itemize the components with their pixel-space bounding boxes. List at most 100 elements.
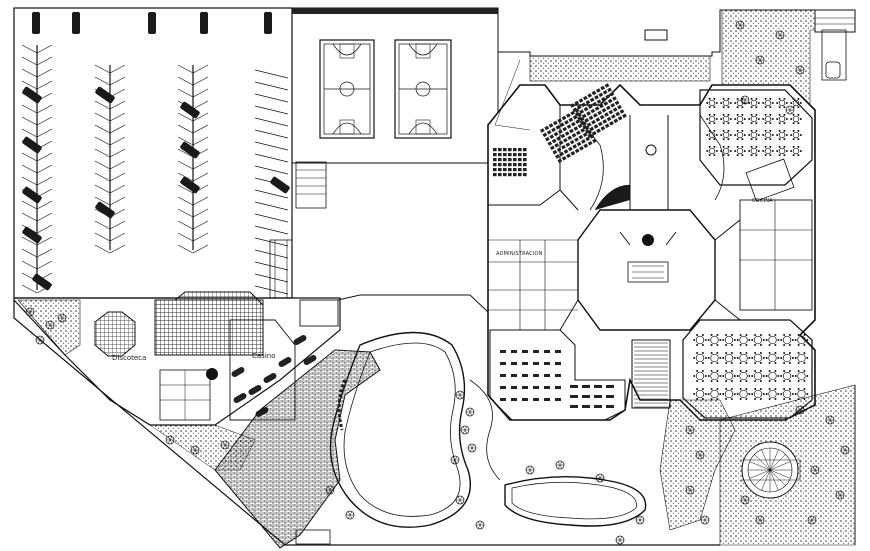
table-icon [695,389,705,399]
table-icon [750,99,758,107]
tree-icon [835,490,845,500]
tree-icon [810,465,820,475]
table-icon [233,393,247,403]
table-icon [792,131,800,139]
parking-cars [22,86,290,291]
car-icon [72,12,80,34]
tree-icon [467,443,477,453]
car-icon [32,12,40,34]
table-icon [764,131,772,139]
basketball-court-2 [394,39,452,139]
table-icon [792,147,800,155]
tree-icon [25,307,35,317]
tree-icon [57,313,67,323]
table-icon [778,131,786,139]
car-icon [270,176,290,194]
casino-label: Casino [252,352,276,360]
sports-courts [269,7,499,299]
table-icon [263,373,277,383]
table-icon [722,115,730,123]
tree-icon [615,535,625,545]
table-icon [764,147,772,155]
table-icon [764,115,772,123]
car-icon [264,12,272,34]
tree-icon [735,20,745,30]
table-icon [722,99,730,107]
table-icon [724,335,734,345]
administracion-label: ADMINISTRACION [496,251,543,257]
tree-icon [695,450,705,460]
tree-icon [740,495,750,505]
car-icon [148,12,156,34]
table-icon [753,353,763,363]
table-icon [753,371,763,381]
parking-top-row [32,12,272,34]
table-icon [797,389,806,399]
parking-lot [13,7,293,299]
table-icon [764,99,772,107]
tree-icon [840,445,850,455]
tree-icon [755,515,765,525]
table-icon [710,353,719,363]
table-icon [782,371,792,381]
table-icon [768,353,777,363]
table-icon [782,353,792,363]
tree-icon [465,407,475,417]
table-icon [782,389,792,399]
table-icon [750,115,758,123]
table-icon [739,389,748,399]
tree-icon [555,460,565,470]
car-icon [180,176,200,194]
table-icon [750,147,758,155]
table-icon [231,367,245,377]
table-icon [753,389,763,399]
table-icon [724,353,734,363]
tree-icon [595,473,605,483]
car-icon [180,141,200,159]
tree-icon [190,445,200,455]
tree-icon [825,415,835,425]
table-icon [739,371,748,381]
car-icon [22,136,42,154]
table-icon [792,99,800,107]
table-icon [753,335,763,345]
table-icon [797,335,806,345]
table-icon [736,131,744,139]
table-icon [739,335,748,345]
tree-icon [220,440,230,450]
table-icon [722,147,730,155]
car-icon [200,12,208,34]
table-icon [293,335,307,345]
tree-icon [755,55,765,65]
tree-icon [795,405,805,415]
tree-icon [807,515,817,525]
table-icon [710,335,719,345]
table-icon [739,353,748,363]
tree-icon [345,510,355,520]
table-icon [303,355,317,365]
table-icon [695,335,705,345]
tree-icon [165,435,175,445]
table-icon [724,371,734,381]
tree-icon [455,390,465,400]
cocina-label: COCINA [752,198,773,204]
tree-icon [795,65,805,75]
dining-tables-lower [693,333,809,401]
table-icon [736,147,744,155]
tree-icon [700,515,710,525]
tree-icon [325,485,335,495]
tree-icon [685,485,695,495]
parking-stripes [21,44,289,295]
table-icon [278,357,292,367]
table-icon [736,99,744,107]
main-building [487,83,816,421]
tree-icon [460,425,470,435]
tree-icon [635,515,645,525]
table-icon [708,147,716,155]
auditorium-seats [493,83,627,177]
table-icon [695,353,705,363]
tree-icon [775,30,785,40]
table-icon [768,389,777,399]
table-icon [248,385,262,395]
